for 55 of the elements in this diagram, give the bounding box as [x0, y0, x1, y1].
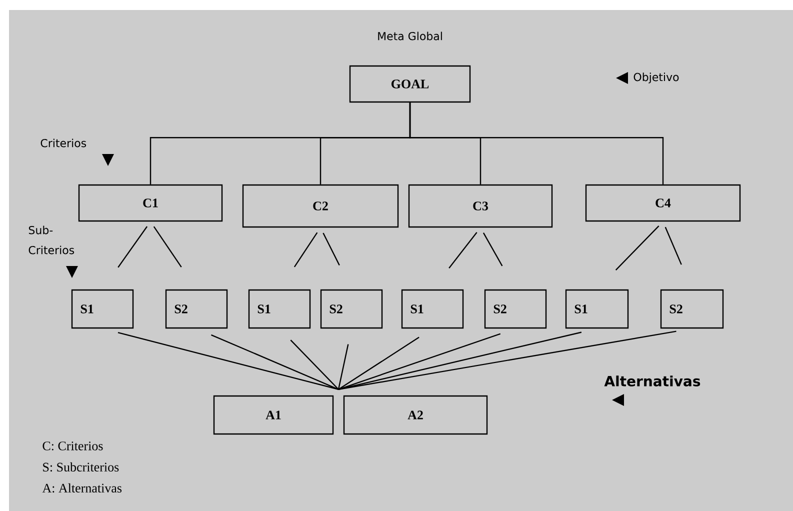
process-box [71, 289, 134, 329]
process-box [401, 289, 464, 329]
connector-line [294, 232, 318, 268]
process-box [343, 395, 488, 435]
box-label: S2 [494, 304, 506, 314]
box-label: A2 [408, 410, 423, 420]
connector-line [664, 226, 682, 265]
process-box [78, 184, 223, 222]
connector-line [338, 332, 582, 390]
box-label: S1 [410, 304, 424, 314]
process-box [565, 289, 629, 329]
box-label: S2 [330, 304, 342, 314]
process-box [585, 184, 741, 222]
connector-line [338, 330, 676, 390]
connector-line [615, 225, 660, 270]
text-label: Alternativas [604, 376, 700, 386]
connector-line [482, 232, 503, 266]
process-box [660, 289, 724, 329]
connector-line [338, 344, 349, 390]
text-label: Meta Global [378, 32, 442, 40]
box-label: C4 [656, 198, 671, 208]
box-label: S2 [174, 304, 188, 314]
box-label: GOAL [392, 80, 429, 88]
connector-line [210, 334, 339, 390]
connector-line [118, 332, 339, 390]
connector-line [153, 226, 182, 268]
process-box [349, 65, 471, 103]
process-box [165, 289, 228, 329]
text-label: Sub-Criterios [28, 226, 74, 254]
text-label: Objetivo [634, 72, 679, 84]
text-label: Criterios [40, 138, 86, 148]
box-label: S1 [80, 304, 94, 314]
connector-line [322, 232, 340, 266]
connector-line [338, 336, 420, 390]
box-label: S2 [670, 304, 682, 314]
text-label: S: Subcriterios [43, 462, 119, 472]
box-label: S1 [574, 304, 588, 314]
process-box [484, 289, 547, 329]
box-label: C2 [313, 202, 328, 210]
process-box [248, 289, 311, 329]
process-box [213, 395, 334, 435]
process-box [242, 184, 399, 228]
text-label: C: Criterios [42, 442, 103, 450]
connector-line [290, 340, 339, 390]
box-label: C1 [143, 198, 158, 208]
process-box [408, 184, 553, 228]
connector-line [338, 333, 501, 390]
connector-line [448, 232, 478, 268]
box-label: S1 [258, 304, 270, 314]
connector-line [118, 226, 148, 268]
connector-line [409, 102, 664, 184]
text-label: A: Alternativas [42, 483, 122, 493]
process-box [320, 289, 383, 329]
box-label: A1 [266, 410, 281, 420]
box-label: C3 [473, 202, 488, 210]
